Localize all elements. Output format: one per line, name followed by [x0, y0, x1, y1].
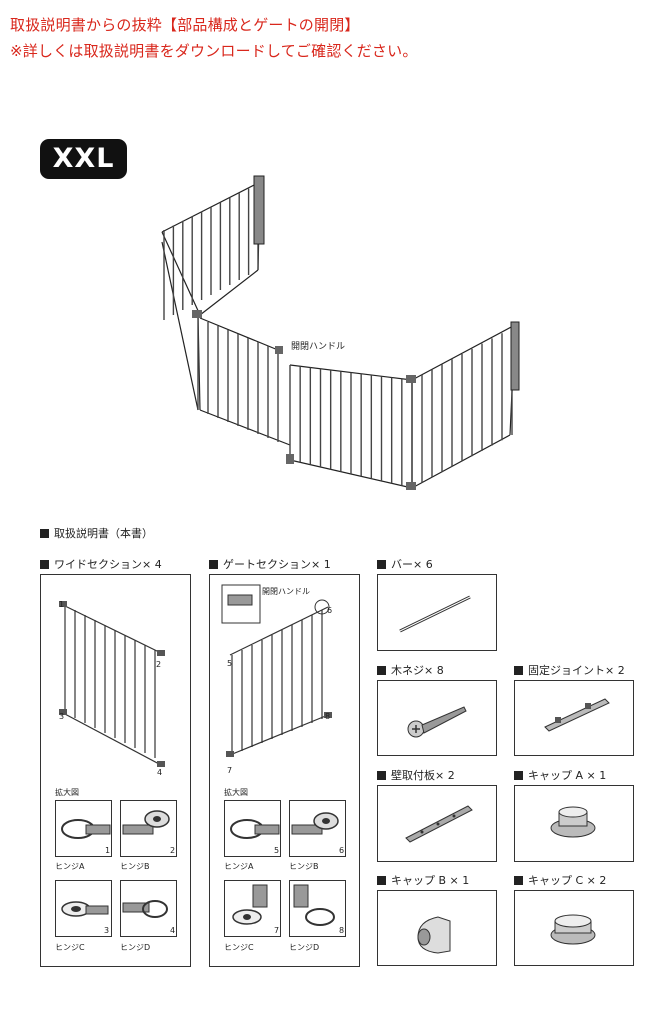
- wide-section-title-text: ワイドセクション× 4: [54, 558, 162, 571]
- gate-section-title: ゲートセクション× 1: [209, 558, 331, 572]
- bullet-square: [514, 666, 523, 675]
- cap-a-title: キャップ A × 1: [514, 769, 606, 783]
- gate-hinge-b-name: ヒンジB: [289, 862, 319, 871]
- gate-hinge-d-zoom: [289, 880, 346, 937]
- gate-hinge-b-num: 6: [339, 846, 345, 855]
- bullet-square: [377, 666, 386, 675]
- gate-hinge-b-zoom: [289, 800, 346, 857]
- gate-number-5: 5: [227, 659, 233, 668]
- wide-hinge-b-num: 2: [170, 846, 176, 855]
- gate-hinge-d-name: ヒンジD: [289, 943, 320, 952]
- bar-title: バー× 6: [377, 558, 433, 572]
- gate-hinge-d-num: 8: [339, 926, 345, 935]
- wide-hinge-b-zoom: [120, 800, 177, 857]
- wide-hinge-c-num: 3: [104, 926, 110, 935]
- wide-number-2: 2: [156, 660, 162, 669]
- gate-number-6: 6: [327, 606, 333, 615]
- cap-a-title-text: キャップ A × 1: [528, 769, 607, 782]
- bullet-square: [377, 560, 386, 569]
- manual-title: 取扱説明書（本書）: [40, 527, 153, 541]
- cap-c-title: キャップ C × 2: [514, 874, 606, 888]
- wide-hinge-d-num: 4: [170, 926, 176, 935]
- manual-title-text: 取扱説明書（本書）: [54, 527, 153, 540]
- gate-zoom-label: 拡大図: [224, 788, 248, 797]
- wide-number-3: 3: [59, 712, 65, 721]
- bullet-square: [514, 876, 523, 885]
- wide-hinge-a-num: 1: [105, 846, 111, 855]
- gate-number-7: 7: [227, 766, 233, 775]
- gate-hinge-a-zoom: [224, 800, 281, 857]
- gate-number-8: 8: [325, 712, 331, 721]
- gate-section-title-text: ゲートセクション× 1: [223, 558, 331, 571]
- bullet-square: [377, 771, 386, 780]
- wide-section-drawing: [59, 601, 165, 767]
- fence-illustration: [150, 170, 530, 500]
- cap-c-box: [514, 890, 634, 966]
- gate-hinge-a-num: 5: [274, 846, 280, 855]
- bar-box: [377, 574, 497, 651]
- plate-box: [377, 785, 497, 862]
- bar-title-text: バー× 6: [391, 558, 433, 571]
- gate-callout: 開閉ハンドル: [262, 587, 310, 596]
- gate-hinge-c-zoom: [224, 880, 281, 937]
- wide-hinge-a-name: ヒンジA: [55, 862, 85, 871]
- wide-section-title: ワイドセクション× 4: [40, 558, 162, 572]
- wide-hinge-d-zoom: [120, 880, 177, 937]
- wide-hinge-c-zoom: [55, 880, 112, 937]
- screw-title-text: 木ネジ× 8: [391, 664, 444, 677]
- cap-c-title-text: キャップ C × 2: [528, 874, 607, 887]
- gate-section-drawing: [221, 584, 332, 757]
- header-line-1: 取扱説明書からの抜粋【部品構成とゲートの開閉】: [10, 16, 360, 34]
- plate-title: 壁取付板× 2: [377, 769, 455, 783]
- bullet-square: [209, 560, 218, 569]
- wide-hinge-b-name: ヒンジB: [120, 862, 150, 871]
- bullet-square: [377, 876, 386, 885]
- size-badge: XXL: [40, 139, 127, 179]
- gate-hinge-c-name: ヒンジC: [224, 943, 254, 952]
- bullet-square: [40, 560, 49, 569]
- screw-box: [377, 680, 497, 756]
- plate-title-text: 壁取付板× 2: [391, 769, 455, 782]
- joint-title: 固定ジョイント× 2: [514, 664, 625, 678]
- wide-hinge-c-name: ヒンジC: [55, 943, 85, 952]
- cap-b-box: [377, 890, 497, 966]
- bullet-square: [40, 529, 49, 538]
- gate-hinge-c-num: 7: [274, 926, 280, 935]
- wide-hinge-a-zoom: [55, 800, 112, 857]
- cap-b-title: キャップ B × 1: [377, 874, 469, 888]
- open-handle-callout: 開閉ハンドル: [291, 342, 346, 352]
- cap-b-title-text: キャップ B × 1: [391, 874, 470, 887]
- bullet-square: [514, 771, 523, 780]
- wide-number-4: 4: [157, 768, 163, 777]
- joint-title-text: 固定ジョイント× 2: [528, 664, 625, 677]
- header-line-2: ※詳しくは取扱説明書をダウンロードしてご確認ください。: [10, 42, 418, 60]
- gate-hinge-a-name: ヒンジA: [224, 862, 254, 871]
- wide-zoom-label: 拡大図: [55, 788, 79, 797]
- screw-title: 木ネジ× 8: [377, 664, 444, 678]
- wide-number-1: 1: [59, 600, 65, 609]
- joint-box: [514, 680, 634, 756]
- wide-hinge-d-name: ヒンジD: [120, 943, 151, 952]
- cap-a-box: [514, 785, 634, 862]
